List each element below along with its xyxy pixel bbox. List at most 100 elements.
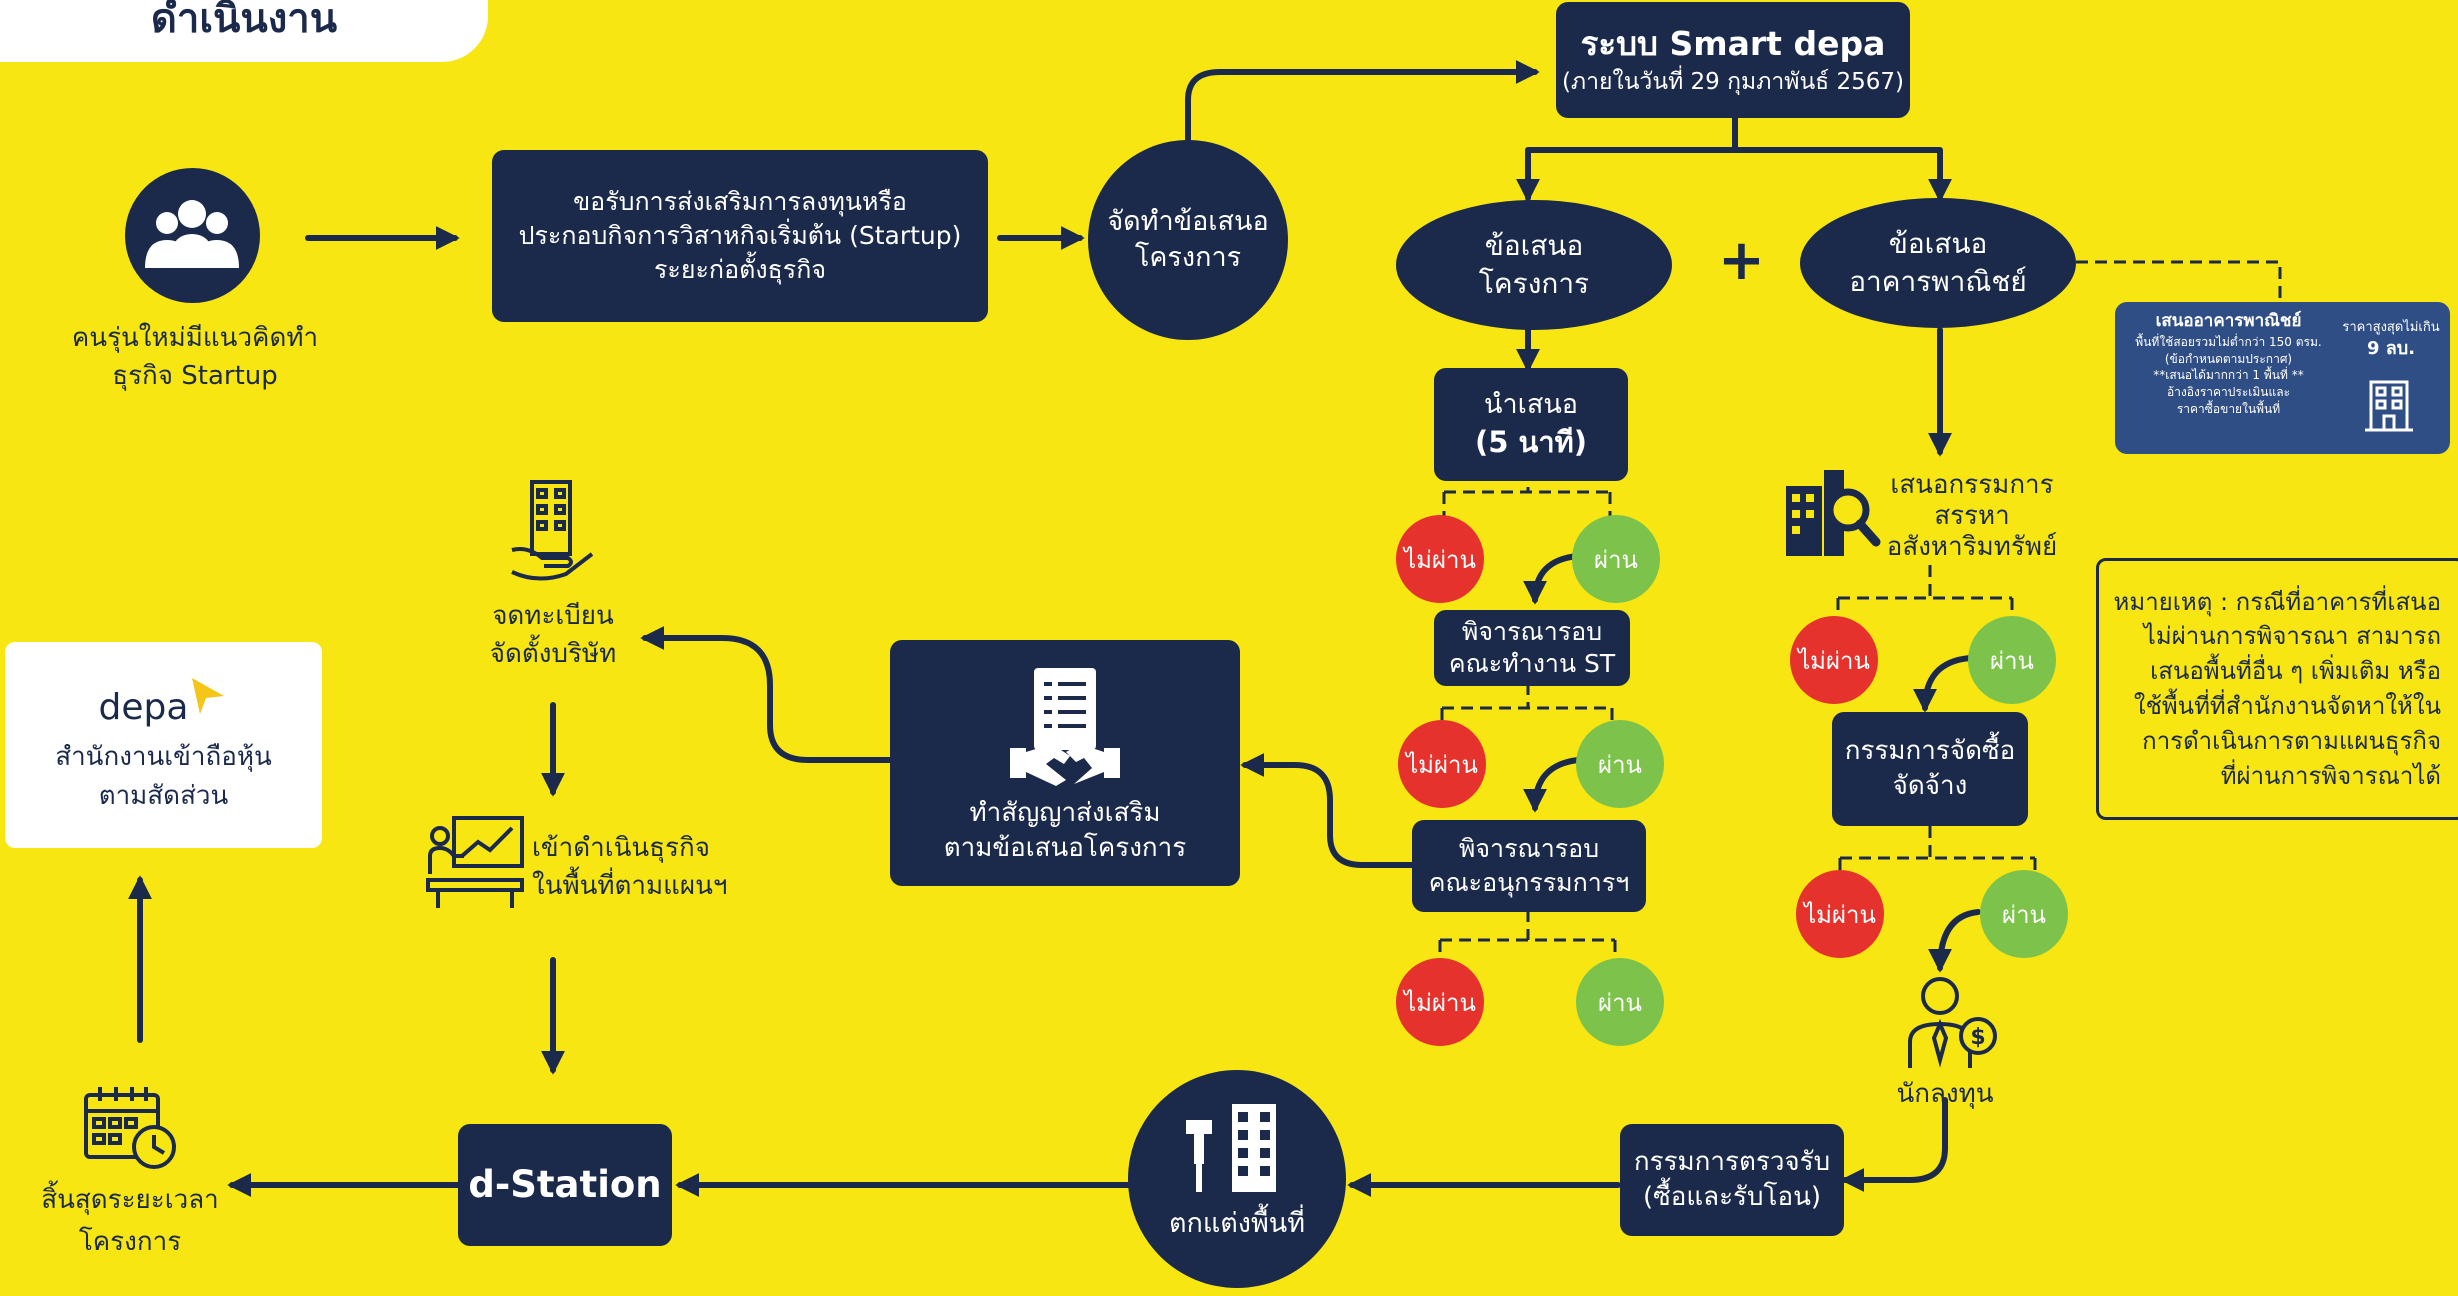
people-icon xyxy=(145,200,239,268)
building-note-card: เสนออาคารพาณิชย์ พื้นที่ใช้สอยรวมไม่ต่ำก… xyxy=(2115,302,2450,454)
procurement-line1: กรรมการจัดซื้อ xyxy=(1844,735,2016,766)
review-st-box: พิจารณารอบ คณะทำงาน ST xyxy=(1434,610,1630,686)
arrow-pass-to-review-sub xyxy=(1523,757,1581,813)
request-box: ขอรับการส่งเสริมการลงทุนหรือ ประกอบกิจกา… xyxy=(492,150,988,322)
applicant-avatar xyxy=(125,168,260,303)
procurement-line2: จัดจ้าง xyxy=(1892,771,1968,801)
remark-box: หมายเหตุ : กรณีที่อาคารที่เสนอ ไม่ผ่านกา… xyxy=(2096,558,2458,820)
procurement-box: กรรมการจัดซื้อ จัดจ้าง xyxy=(1832,712,2028,826)
building-note-l2: (ข้อกำหนดตามประกาศ) xyxy=(2164,351,2293,366)
arrow-pass-to-investor xyxy=(1928,909,1981,973)
depa-logo: depa xyxy=(99,674,229,728)
dash-review-st-branch xyxy=(1440,683,1614,730)
remark-l2: ไม่ผ่านการพิจารณา สามารถ xyxy=(2143,622,2441,651)
review-st-line2: คณะทำงาน ST xyxy=(1448,649,1616,678)
review-sub-line1: พิจารณารอบ xyxy=(1458,834,1600,864)
building-note-l1: พื้นที่ใช้สอยรวมไม่ต่ำกว่า 150 ตรม. xyxy=(2135,334,2322,349)
asset-committee-label: เสนอกรรมการ สรรหา อสังหาริมทรัพย์ xyxy=(1872,470,2072,564)
page-title: ดำเนินงาน xyxy=(150,0,338,42)
remark-l6: ที่ผ่านการพิจารณาได้ xyxy=(2220,761,2441,790)
contract-handshake-icon xyxy=(1010,668,1120,786)
smart-depa-system-box: ระบบ Smart depa (ภายในวันที่ 29 กุมภาพัน… xyxy=(1556,2,1910,118)
investor-icon: $ xyxy=(1908,977,1997,1068)
fail-badge-committee: ไม่ผ่าน xyxy=(1790,616,1878,704)
inspection-box: กรรมการตรวจรับ (ซื้อและรับโอน) xyxy=(1620,1124,1844,1236)
proposal-building-node: ข้อเสนอ อาคารพาณิชย์ xyxy=(1800,198,2076,328)
operate-line1: เข้าดำเนินธุรกิจ xyxy=(532,833,710,863)
asset-committee-line1: เสนอกรรมการ xyxy=(1890,470,2054,500)
depa-office-line2: ตามสัดส่วน xyxy=(98,781,229,811)
prepare-proposal-node: จัดทำข้อเสนอ โครงการ xyxy=(1088,140,1288,340)
paint-building-icon xyxy=(1186,1104,1276,1192)
prepare-line1: จัดทำข้อเสนอ xyxy=(1107,205,1269,237)
svg-text:$: $ xyxy=(1970,1025,1985,1050)
fail-badge-review-sub: ไม่ผ่าน xyxy=(1396,958,1484,1046)
proposal-project-line1: ข้อเสนอ xyxy=(1484,229,1584,263)
calendar-clock-icon xyxy=(84,1087,176,1169)
review-subcommittee-box: พิจารณารอบ คณะอนุกรรมการฯ xyxy=(1412,820,1646,912)
building-price-value: 9 ลบ. xyxy=(2366,337,2416,359)
present-box: นำเสนอ (5 นาที) xyxy=(1434,368,1628,481)
fail-badge-present: ไม่ผ่าน xyxy=(1396,515,1484,603)
dash-committee-branch xyxy=(1836,565,2014,620)
depa-logo-arrow-icon xyxy=(192,678,225,714)
fail-badge-procurement: ไม่ผ่าน xyxy=(1796,870,1884,958)
system-title: ระบบ Smart depa xyxy=(1580,24,1886,64)
arrow-system-split xyxy=(1525,109,1943,195)
review-st-line1: พิจารณารอบ xyxy=(1461,616,1603,646)
present-line2: (5 นาที) xyxy=(1474,425,1587,460)
applicant-label: คนรุ่นใหม่มีแนวคิดทำ ธุรกิจ Startup xyxy=(50,320,340,395)
remark-l3: เสนอพื้นที่อื่น ๆ เพิ่มเติม หรือ xyxy=(2150,657,2441,686)
prepare-line2: โครงการ xyxy=(1134,242,1242,273)
building-price: ราคาสูงสุดไม่เกิน 9 ลบ. xyxy=(2335,320,2447,360)
contract-line1: ทำสัญญาส่งเสริม xyxy=(969,798,1161,828)
operate-line2: ในพื้นที่ตามแผนฯ xyxy=(532,870,728,901)
investor-label: นักลงทุน xyxy=(1896,1079,1994,1109)
dash-procurement-branch xyxy=(1838,826,2037,875)
depa-office-card: depa สำนักงานเข้าถือหุ้น ตามสัดส่วน xyxy=(5,642,322,848)
end-project-line1: สิ้นสุดระยะเวลา xyxy=(41,1185,219,1215)
applicant-line2: ธุรกิจ Startup xyxy=(112,360,278,391)
building-note-l5: ราคาซื้อขายในพื้นที่ xyxy=(2176,401,2281,416)
arrow-pass-to-review-st xyxy=(1523,553,1581,605)
inspection-line1: กรรมการตรวจรับ xyxy=(1633,1146,1831,1177)
fail-badge-review-st: ไม่ผ่าน xyxy=(1398,720,1486,808)
pass-badge-review-sub: ผ่าน xyxy=(1576,958,1664,1046)
dash-building-to-note xyxy=(2076,260,2282,300)
building-note-title: เสนออาคารพาณิชย์ xyxy=(2155,311,2302,331)
end-project-line2: โครงการ xyxy=(78,1226,182,1257)
depa-logo-text: depa xyxy=(98,687,189,728)
building-note-l4: อ้างอิงราคาประเมินและ xyxy=(2166,385,2291,400)
header-tab: ดำเนินงาน xyxy=(0,0,488,62)
register-line2: จัดตั้งบริษัท xyxy=(489,638,617,669)
arrow-investor-to-inspection xyxy=(1840,1097,1948,1192)
pass-badge-present: ผ่าน xyxy=(1572,515,1660,603)
asset-committee-line3: อสังหาริมทรัพย์ xyxy=(1886,532,2058,563)
building-icon xyxy=(2365,380,2413,432)
arrow-review-sub-to-contract xyxy=(1240,753,1415,868)
remark-l4: ใช้พื้นที่ที่สำนักงานจัดหาให้ใน xyxy=(2133,692,2441,720)
applicant-line1: คนรุ่นใหม่มีแนวคิดทำ xyxy=(71,323,319,353)
proposal-building-line2: อาคารพาณิชย์ xyxy=(1849,265,2027,298)
pass-badge-procurement: ผ่าน xyxy=(1980,870,2068,958)
pass-badge-review-st: ผ่าน xyxy=(1576,720,1664,808)
system-subtitle: (ภายในวันที่ 29 กุมภาพันธ์ 2567) xyxy=(1561,68,1905,95)
register-line1: จดทะเบียน xyxy=(492,601,614,631)
decorate-label: ตกแต่งพื้นที่ xyxy=(1168,1208,1306,1239)
depa-office-line1: สำนักงานเข้าถือหุ้น xyxy=(55,742,272,772)
building-hand-icon xyxy=(511,480,594,581)
decorate-node: ตกแต่งพื้นที่ xyxy=(1128,1070,1346,1288)
contract-line2: ตามข้อเสนอโครงการ xyxy=(943,833,1187,864)
building-price-label: ราคาสูงสุดไม่เกิน xyxy=(2342,320,2440,335)
contract-box: ทำสัญญาส่งเสริม ตามข้อเสนอโครงการ xyxy=(890,640,1240,886)
inspection-line2: (ซื้อและรับโอน) xyxy=(1642,1182,1822,1212)
building-note-l3: **เสนอได้มากกว่า 1 พื้นที่ ** xyxy=(2153,368,2304,383)
register-label: จดทะเบียน จัดตั้งบริษัท xyxy=(448,598,658,673)
present-line1: นำเสนอ xyxy=(1484,388,1578,420)
proposal-building-line1: ข้อเสนอ xyxy=(1888,227,1988,261)
plus-sign: + xyxy=(1718,228,1765,293)
dstation-box: d-Station xyxy=(458,1124,672,1246)
building-search-icon xyxy=(1786,470,1881,556)
